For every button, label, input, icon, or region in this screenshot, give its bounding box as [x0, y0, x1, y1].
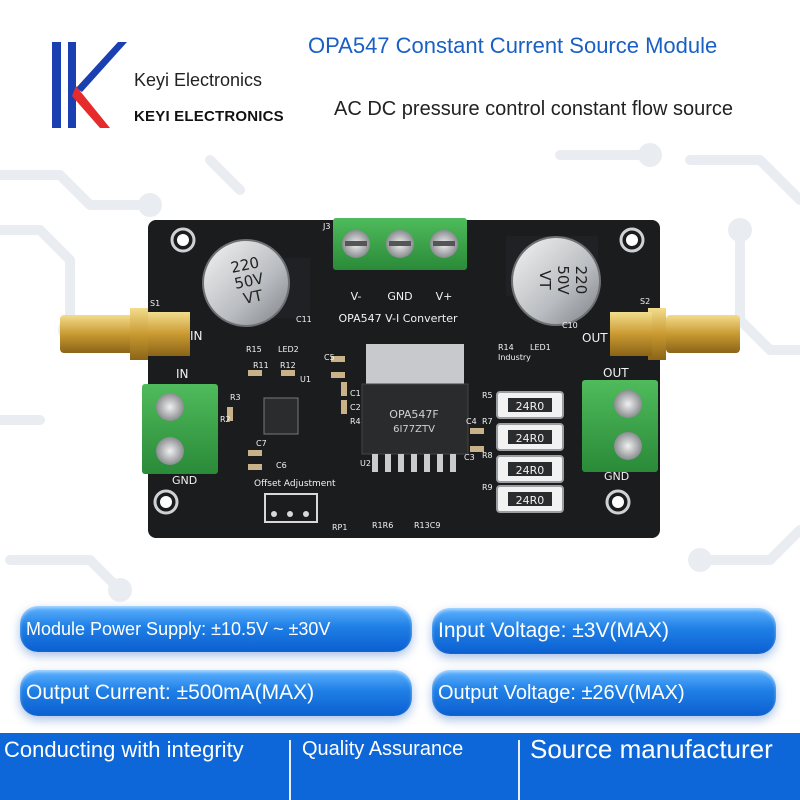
- spec-input-voltage: Input Voltage: ±3V(MAX): [432, 608, 776, 654]
- cap-right-line1: 220: [572, 266, 590, 295]
- ref-r4: R4: [350, 417, 361, 426]
- ref-r5: R5: [482, 391, 493, 400]
- spec-output-current-text: Output Current: ±500mA(MAX): [26, 681, 315, 704]
- ref-c6: C6: [276, 461, 287, 470]
- resistor-label-4: 24R0: [516, 494, 545, 507]
- label-out-terminal: OUT: [603, 366, 629, 380]
- input-terminal-block: [142, 384, 218, 474]
- ref-led1: LED1: [530, 343, 551, 352]
- product-subtitle: AC DC pressure control constant flow sou…: [334, 98, 734, 120]
- ref-s1: S1: [150, 299, 160, 308]
- ref-led2: LED2: [278, 345, 299, 354]
- ref-r15: R15: [246, 345, 262, 354]
- ref-s2: S2: [640, 297, 650, 306]
- label-gnd-left: GND: [172, 474, 197, 487]
- footer-item-quality: Quality Assurance: [302, 738, 464, 760]
- ref-r14: R14: [498, 343, 514, 352]
- resistor-label-3: 24R0: [516, 464, 545, 477]
- ref-u1: U1: [300, 375, 311, 384]
- industry-label: Industry: [498, 353, 531, 362]
- power-terminal-block: [333, 218, 467, 270]
- small-ic: [263, 397, 299, 435]
- offset-label: Offset Adjustment: [254, 479, 336, 489]
- footer-item-source: Source manufacturer: [530, 734, 773, 764]
- cap-right-line3: VT: [536, 270, 554, 290]
- ref-rp1: RP1: [332, 523, 347, 532]
- terminal-label-vminus: V-: [351, 290, 362, 303]
- ref-r3: R3: [230, 393, 241, 402]
- brand-name-caps: KEYI ELECTRONICS: [134, 108, 284, 125]
- sma-connector-in: [60, 308, 190, 360]
- spec-output-current: Output Current: ±500mA(MAX): [20, 670, 412, 716]
- chip-marking-1: OPA547F: [389, 408, 438, 421]
- k-logo-icon: [52, 42, 127, 128]
- spec-power-supply-text: Module Power Supply: ±10.5V ~ ±30V: [26, 618, 331, 639]
- ref-c1: C1: [350, 389, 361, 398]
- ref-r12: R12: [280, 361, 296, 370]
- opa547-chip: [361, 344, 469, 472]
- footer-bar: [0, 733, 800, 800]
- terminal-label-gnd: GND: [387, 290, 412, 303]
- ref-c7: C7: [256, 439, 267, 448]
- label-out-top: OUT: [582, 331, 608, 345]
- footer-divider-1: [289, 740, 291, 800]
- ref-r7: R7: [482, 417, 493, 426]
- cap-right-line2: 50V: [554, 265, 572, 295]
- ref-j3: J3: [322, 222, 330, 231]
- ref-c5: C5: [324, 353, 335, 362]
- ref-r9: R9: [482, 483, 493, 492]
- ref-r8: R8: [482, 451, 493, 460]
- ref-c3: C3: [464, 453, 475, 462]
- cap-left-line3: VT: [242, 286, 266, 308]
- ref-r13c9: R13C9: [414, 521, 440, 530]
- cap-left-line1: 220: [229, 253, 261, 277]
- ref-c10: C10: [562, 321, 578, 330]
- board-name: OPA547 V-I Converter: [339, 312, 458, 325]
- trim-potentiometer: [264, 493, 318, 523]
- label-gnd-right: GND: [604, 470, 629, 483]
- cap-left-line2: 50V: [233, 269, 266, 293]
- ref-u2: U2: [360, 459, 371, 468]
- brand-name: Keyi Electronics: [134, 70, 263, 90]
- ref-c4: C4: [466, 417, 477, 426]
- spec-output-voltage: Output Voltage: ±26V(MAX): [432, 670, 776, 716]
- ref-r2: R2: [220, 415, 231, 424]
- resistor-label-2: 24R0: [516, 432, 545, 445]
- ref-r11: R11: [253, 361, 269, 370]
- resistor-label-1: 24R0: [516, 400, 545, 413]
- product-title: OPA547 Constant Current Source Module: [308, 33, 718, 58]
- spec-output-voltage-text: Output Voltage: ±26V(MAX): [438, 681, 685, 704]
- chip-marking-2: 6I77ZTV: [393, 424, 435, 435]
- ref-c2: C2: [350, 403, 361, 412]
- footer-item-integrity: Conducting with integrity: [4, 737, 244, 762]
- capacitor-right: [506, 236, 601, 326]
- output-terminal-block: [582, 380, 658, 472]
- ref-c11: C11: [296, 315, 312, 324]
- terminal-label-vplus: V+: [436, 290, 453, 303]
- label-in-top: IN: [190, 329, 203, 343]
- spec-input-voltage-text: Input Voltage: ±3V(MAX): [438, 619, 669, 642]
- footer-divider-2: [518, 740, 520, 800]
- capacitor-left: [202, 239, 310, 327]
- sma-connector-out: [610, 308, 740, 360]
- label-in-terminal: IN: [176, 367, 189, 381]
- ref-r1r6: R1R6: [372, 521, 393, 530]
- spec-power-supply: Module Power Supply: ±10.5V ~ ±30V: [20, 606, 412, 652]
